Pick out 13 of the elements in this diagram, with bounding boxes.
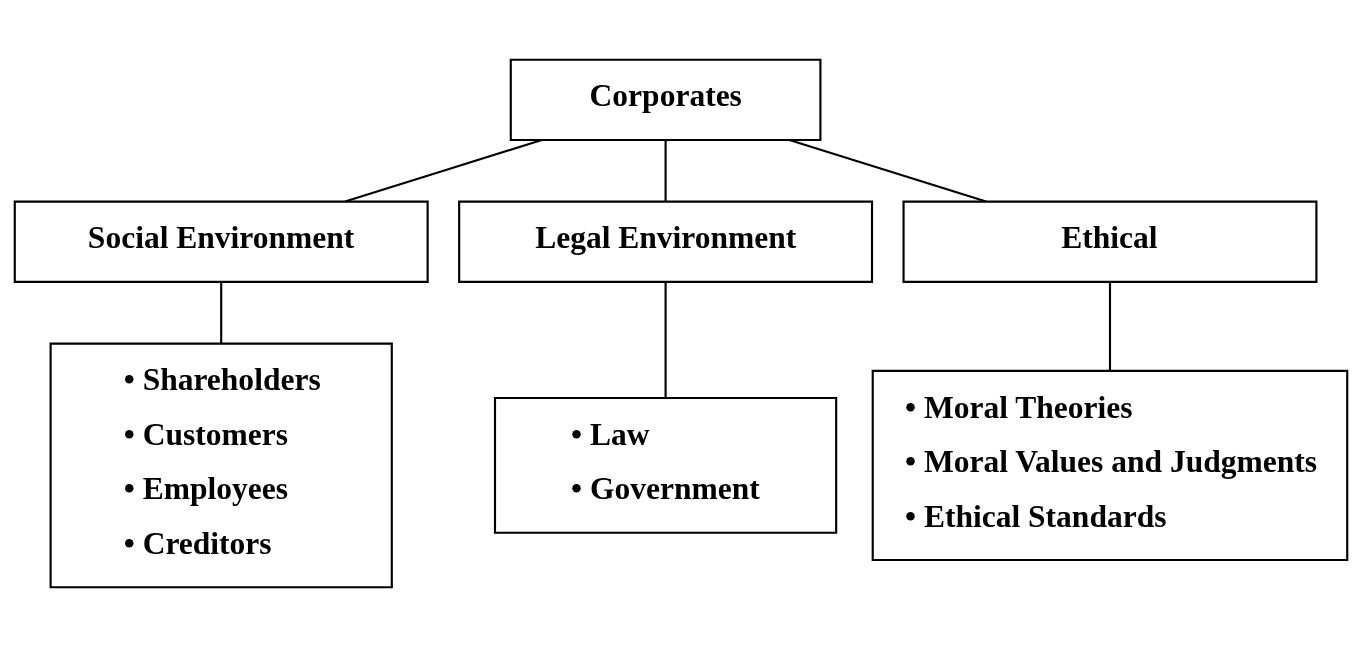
connector (789, 138, 987, 203)
connector (220, 281, 223, 343)
node-box: Social Environment (13, 200, 429, 283)
node-box: Corporates (509, 58, 822, 141)
node-box: Ethical (902, 200, 1318, 283)
connector (664, 139, 667, 201)
node-box: • Moral Theories • Moral Values and Judgments • Ethical Standards (871, 369, 1349, 561)
connector (1108, 281, 1112, 370)
node-box: • Shareholders • Customers • Employees • Creditors (49, 342, 393, 588)
connector (344, 138, 543, 203)
node-box: Legal Environment (458, 200, 874, 283)
node-box: • Law • Government (493, 396, 838, 534)
connector (664, 281, 667, 398)
